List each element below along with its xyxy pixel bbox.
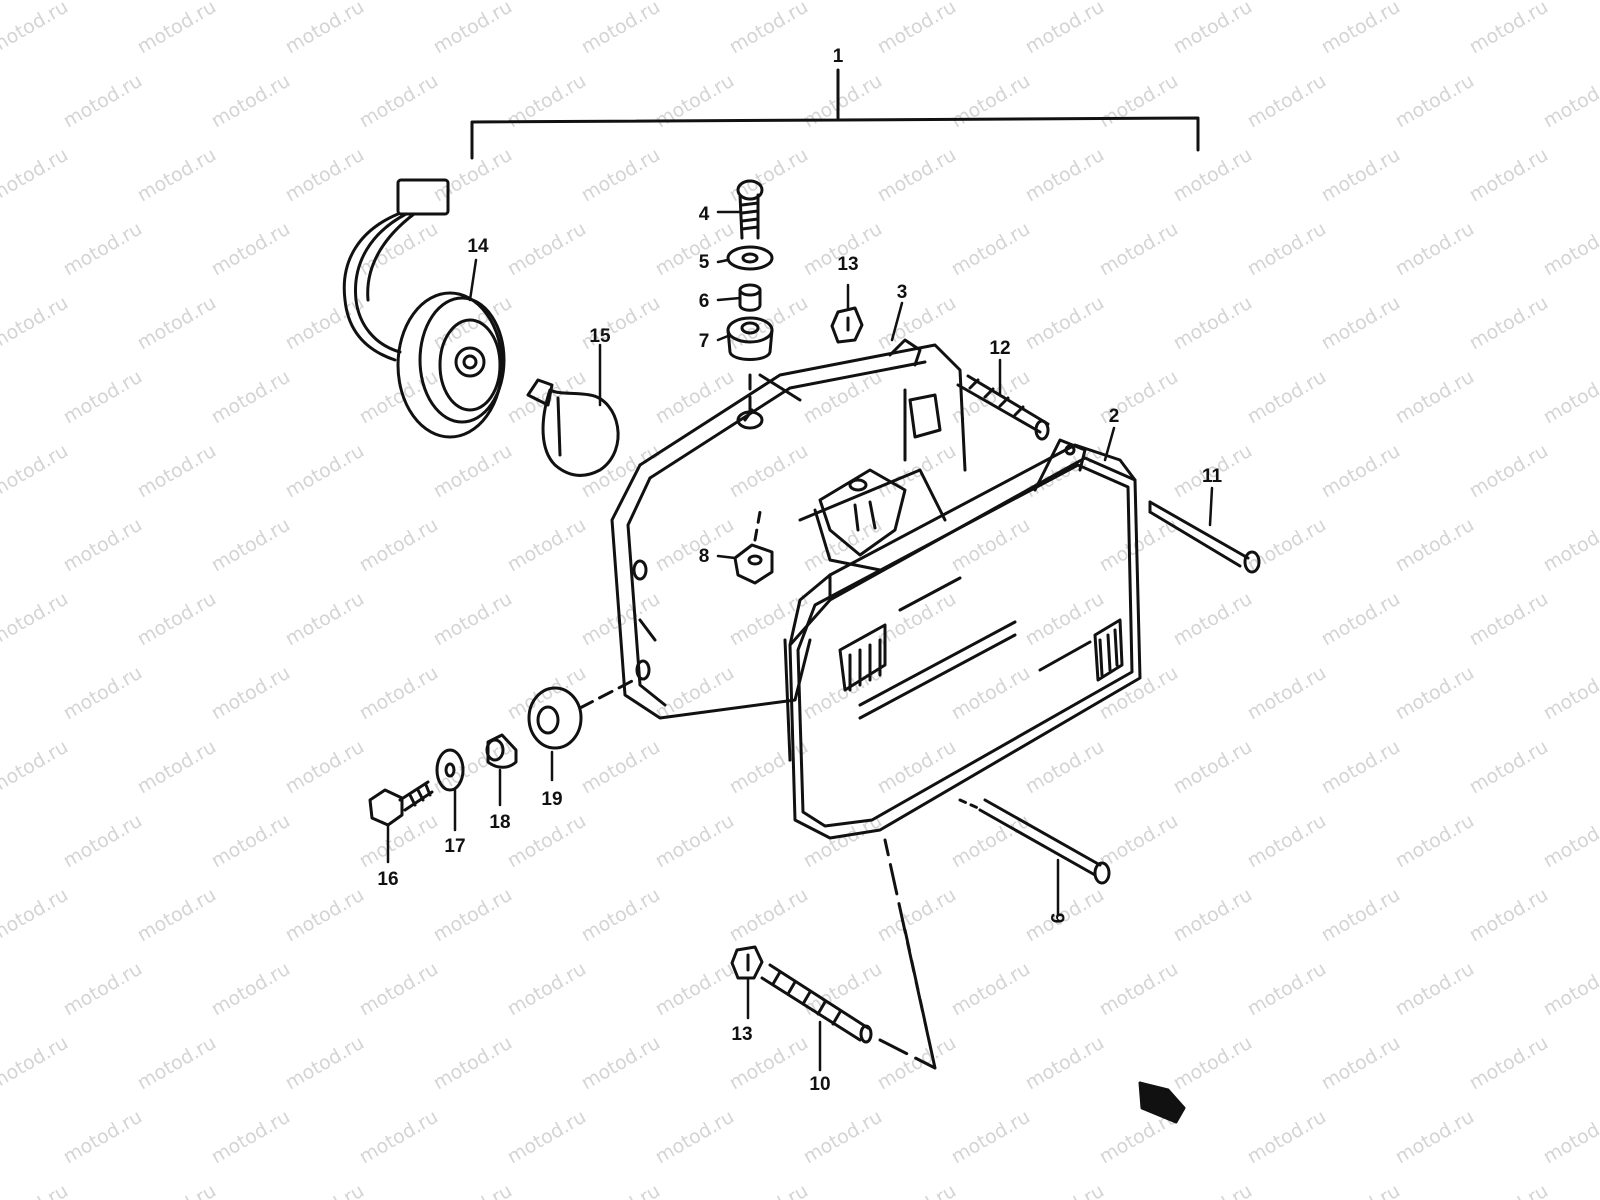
- label-side-washer: 17: [444, 836, 465, 857]
- label-side-bolt: 16: [377, 869, 398, 890]
- headlight-lens-drawing: [783, 438, 1142, 840]
- label-mount-bolt-top: 4: [699, 204, 710, 225]
- assembly-bracket-line: [470, 68, 1200, 160]
- label-side-cushion: 19: [541, 789, 562, 810]
- top-mount-stack-drawing: [726, 179, 774, 420]
- label-collar-top: 6: [699, 291, 710, 312]
- bracket-nut-drawing: [733, 510, 774, 585]
- label-bracket-nut: 8: [699, 546, 710, 567]
- label-side-collar: 18: [489, 812, 510, 833]
- adjust-screw-lower-drawing: [730, 838, 937, 1070]
- headlight-housing-drawing: [610, 338, 967, 720]
- label-square-nut-upper: 13: [837, 254, 858, 275]
- corner-fragment-drawing: [1138, 1081, 1186, 1124]
- label-headlight-lens-unit: 2: [1109, 406, 1120, 427]
- bulb-drawing: [526, 378, 620, 477]
- label-adjust-screw-lower: 10: [809, 1074, 830, 1095]
- label-long-screw-right: 11: [1202, 466, 1223, 487]
- long-screw-right-drawing: [1148, 500, 1261, 574]
- square-nut-upper-drawing: [830, 306, 864, 344]
- label-headlight-housing: 3: [897, 282, 908, 303]
- side-mount-drawing: [368, 676, 640, 827]
- leader-lines: [386, 210, 1214, 1072]
- bulb-socket-drawing: [342, 178, 506, 439]
- label-washer-top: 5: [699, 252, 710, 273]
- label-square-nut-lower: 13: [731, 1024, 752, 1045]
- label-adjust-screw-upper: 12: [989, 338, 1010, 359]
- label-long-screw-lower: 9: [1046, 913, 1067, 924]
- label-bulb-socket: 14: [467, 236, 489, 257]
- adjust-screw-upper-drawing: [956, 374, 1050, 441]
- long-screw-lower-drawing: [958, 798, 1111, 885]
- label-cushion-top: 7: [699, 331, 710, 352]
- label-bulb: 15: [589, 326, 611, 347]
- label-assembly-bracket: 1: [833, 46, 844, 67]
